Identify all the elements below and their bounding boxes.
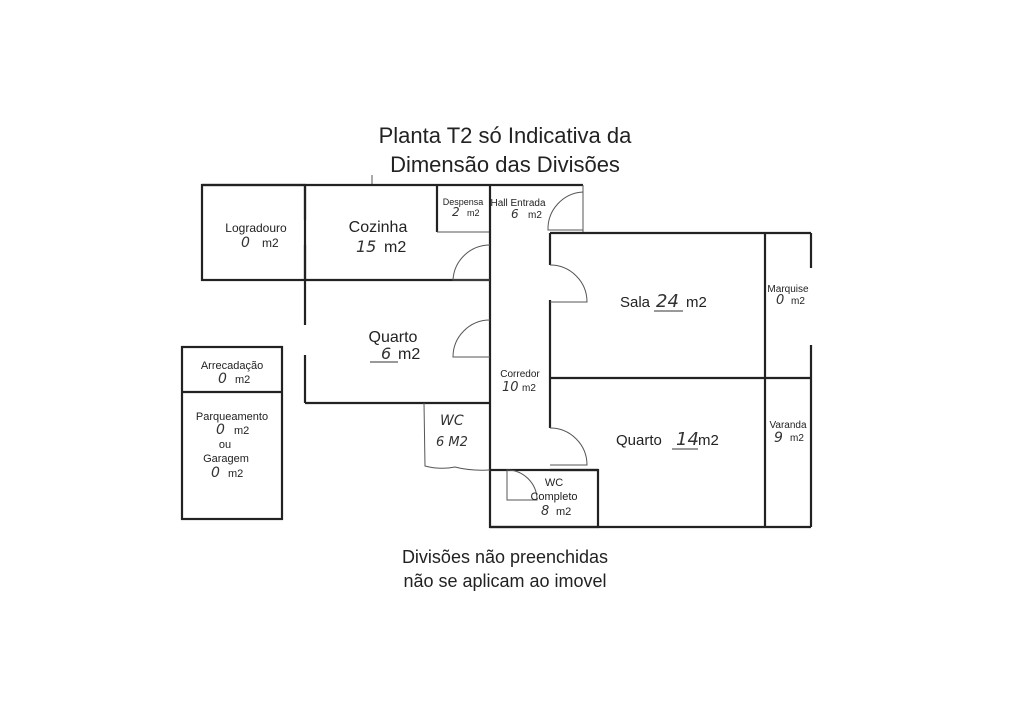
varanda-value: 9 — [774, 430, 783, 446]
despensa-value: 2 — [452, 205, 460, 219]
quarto2-value: 14 — [676, 429, 699, 450]
cozinha-label: Cozinha — [349, 219, 408, 236]
corredor-value: 10 — [502, 380, 519, 395]
wc-value: 6 M2 — [436, 435, 468, 450]
quarto2-label: Quarto — [616, 432, 662, 449]
logradouro-value: 0 — [241, 235, 250, 251]
corredor-unit: m2 — [522, 383, 536, 394]
arrecadacao-unit: m2 — [235, 374, 250, 386]
title-line1: Planta T2 só Indicativa da — [379, 123, 633, 148]
corredor-label: Corredor — [500, 369, 540, 380]
cozinha-value: 15 — [356, 237, 376, 256]
marquise-unit: m2 — [791, 296, 805, 307]
footer-line1: Divisões não preenchidas — [402, 547, 608, 567]
cozinha-unit: m2 — [384, 239, 406, 256]
wc-completo-unit: m2 — [556, 506, 571, 518]
walls — [180, 183, 813, 529]
marquise-value: 0 — [776, 293, 784, 308]
garagem-label: Garagem — [203, 453, 249, 465]
varanda-unit: m2 — [790, 433, 804, 444]
sala-label: Sala — [620, 294, 651, 311]
doors — [452, 185, 588, 501]
despensa-unit: m2 — [467, 208, 480, 218]
garagem-unit: m2 — [228, 468, 243, 480]
hall-value: 6 — [511, 207, 519, 221]
quarto1-value: 6 — [381, 344, 391, 363]
quarto1-label: Quarto — [369, 329, 418, 346]
varanda-label: Varanda — [769, 420, 807, 431]
despensa-label: Despensa — [443, 197, 484, 207]
wc-completo-label1: WC — [545, 477, 563, 489]
ou-label: ou — [219, 439, 231, 451]
title-line2: Dimensão das Divisões — [390, 152, 620, 177]
hall-unit: m2 — [528, 210, 542, 221]
quarto2-unit: m2 — [698, 432, 719, 449]
wc-completo-value: 8 — [541, 504, 549, 519]
wc-completo-label2: Completo — [530, 491, 577, 503]
sala-unit: m2 — [686, 294, 707, 311]
arrecadacao-label: Arrecadação — [201, 360, 263, 372]
wc-label: WC — [440, 413, 464, 429]
garagem-value: 0 — [211, 465, 220, 481]
hall-label: Hall Entrada — [490, 198, 545, 209]
parqueamento-label: Parqueamento — [196, 411, 268, 423]
footer-line2: não se aplicam ao imovel — [403, 571, 606, 591]
logradouro-unit: m2 — [262, 236, 279, 250]
arrecadacao-value: 0 — [218, 371, 227, 387]
parqueamento-value: 0 — [216, 422, 225, 438]
parqueamento-unit: m2 — [234, 425, 249, 437]
logradouro-label: Logradouro — [225, 221, 287, 235]
sala-value: 24 — [656, 291, 679, 312]
quarto1-unit: m2 — [398, 346, 420, 363]
marquise-label: Marquise — [767, 284, 809, 295]
